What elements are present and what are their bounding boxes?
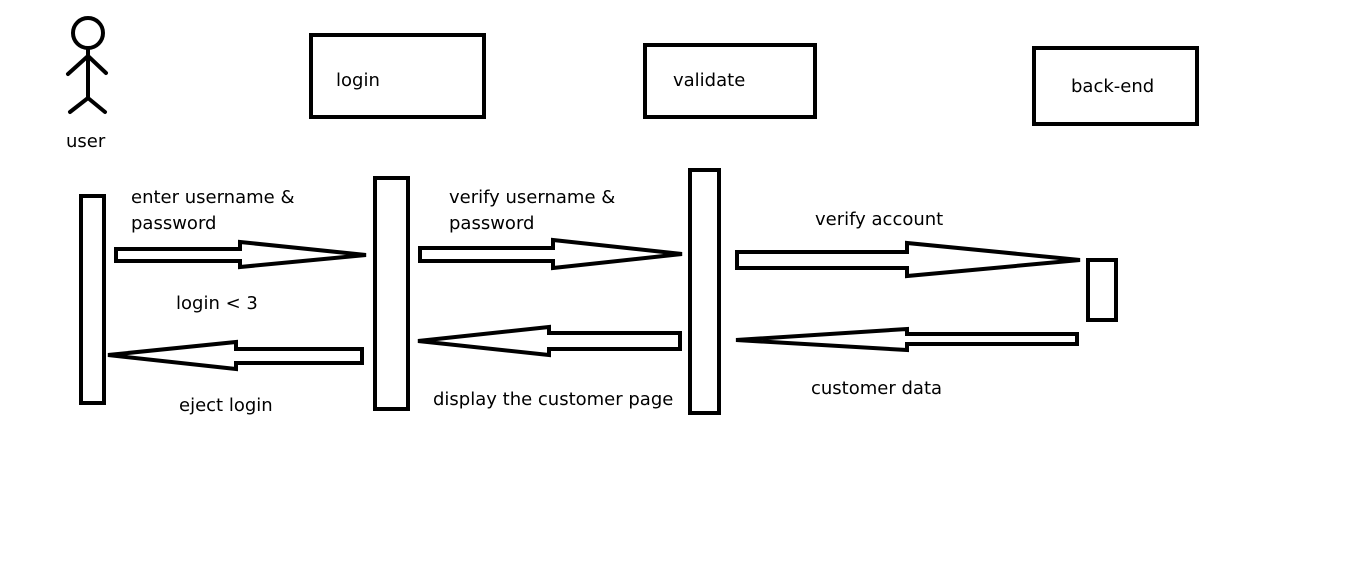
arrow-eject-login: [107, 339, 364, 372]
message-enter-credentials-line1: enter username &: [131, 187, 295, 208]
actor-label: user: [66, 131, 106, 152]
message-verify-account: verify account: [815, 209, 943, 230]
message-verify-credentials-line2: password: [449, 213, 534, 234]
message-verify-credentials-line1: verify username &: [449, 187, 615, 208]
backend-activation-bar: [1086, 258, 1118, 322]
login-box: [309, 33, 486, 119]
login-activation-bar: [373, 176, 410, 411]
arrow-display-customer-page: [417, 324, 682, 358]
message-eject-login: eject login: [179, 395, 273, 416]
validate-box-label: validate: [673, 70, 745, 91]
arrow-verify-credentials: [418, 237, 683, 271]
backend-box-label: back-end: [1071, 76, 1154, 97]
arrow-enter-credentials: [114, 239, 367, 270]
user-activation-bar: [79, 194, 106, 405]
validate-activation-bar: [688, 168, 721, 415]
message-display-customer-page: display the customer page: [433, 389, 673, 410]
message-enter-credentials-line2: password: [131, 213, 216, 234]
message-customer-data: customer data: [811, 378, 942, 399]
login-box-label: login: [336, 70, 380, 91]
user-actor-icon: [66, 16, 108, 114]
message-login-limit: login < 3: [176, 293, 258, 314]
arrow-customer-data: [735, 326, 1079, 353]
validate-box: [643, 43, 817, 119]
arrow-verify-account: [735, 240, 1081, 279]
backend-box: [1032, 46, 1199, 126]
